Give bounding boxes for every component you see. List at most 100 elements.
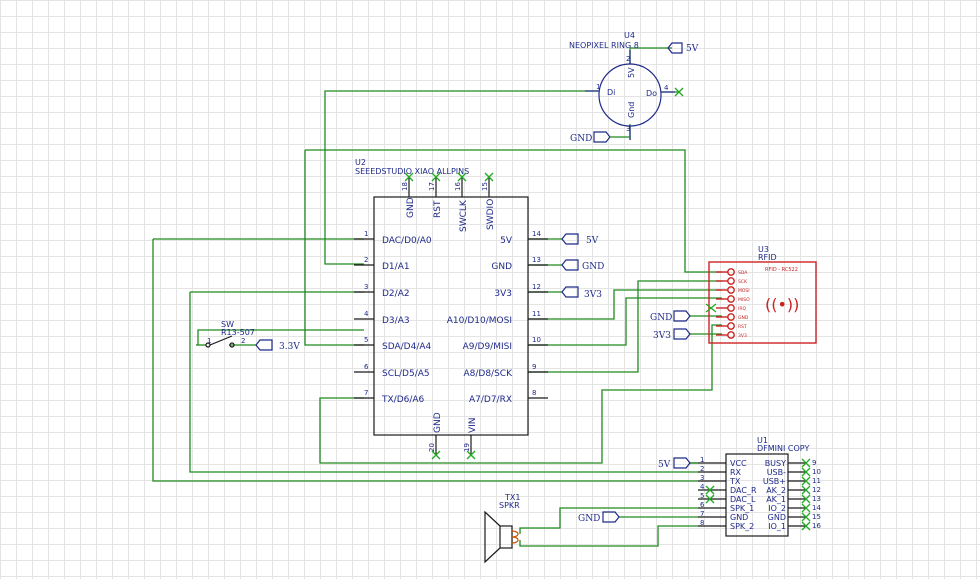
rfid-module[interactable]: U3 RFID RFID - RC522 ((•)) SDASCKMOSIMIS… (705, 245, 817, 344)
u2-pin-label: GND (406, 197, 416, 218)
u1-pin-label: SPK_1 (730, 504, 754, 513)
u2-pin-num: 16 (454, 182, 462, 191)
u2-pin-num: 20 (428, 443, 436, 452)
u3-pin-pad (727, 331, 735, 339)
wire-sda-rfid (305, 149, 722, 273)
u3-net-3v3: 3V3 (653, 328, 691, 341)
wire-miso (528, 297, 722, 346)
svg-text:GND: GND (582, 262, 604, 272)
u1-pin-label: USB- (767, 468, 786, 477)
u1-pin-num: 6 (700, 501, 705, 509)
u1-pin-num: 1 (700, 456, 704, 464)
u3-name: RFID (758, 253, 777, 262)
u1-pin-label: AK_1 (766, 495, 786, 504)
wire-spk2 (519, 525, 698, 547)
u3-pin-label: IRQ (738, 306, 746, 312)
switch-r13-507[interactable]: SW R13-507 1 2 3.3V (205, 320, 300, 352)
u2-pin-label: 5V (500, 236, 513, 246)
u1-pin-num: 3 (700, 474, 704, 482)
xiao-module[interactable]: U2 SEEEDSTUDIO XIAO ALLPINS 1DAC/D0/A02D… (354, 158, 548, 460)
u1-pin-label: TX (729, 477, 741, 486)
u2-pin-num: 6 (364, 363, 369, 371)
u4-pin2: 2 (626, 55, 630, 63)
u1-pin-label: GND (768, 513, 786, 522)
u3-pin-pad (727, 322, 735, 330)
u1-pin-label: VCC (730, 459, 747, 468)
tx1-ref: TX1 (504, 493, 520, 502)
u2-pin-label: SDA/D4/A4 (382, 342, 432, 352)
u2-right-pins: 145V13GND123V311A10/D10/MOSI10A9/D9/MISI… (447, 230, 548, 405)
u1-pin-num: 4 (700, 483, 705, 491)
sw-ref: SW (221, 320, 234, 329)
u2-pin-num: 13 (532, 256, 541, 264)
u2-pin-num: 7 (364, 389, 368, 397)
u2-pin-label: A9/D9/MISI (463, 342, 512, 352)
u3-pin-label: 3V3 (738, 333, 747, 339)
u1-pin-num: 12 (812, 486, 821, 494)
u2-pin-label: D3/A3 (382, 316, 410, 326)
u3-ref: U3 (758, 245, 769, 254)
svg-text:GND: GND (650, 313, 672, 323)
svg-text:5V: 5V (686, 44, 699, 54)
neopixel-ring[interactable]: U4 NEOPIXEL RING 8 1 2 3 4 Di Do 5V Gnd (569, 31, 684, 140)
u4-ref: U4 (624, 31, 635, 40)
wire-d1-neopixel-di (324, 90, 598, 265)
u2-name: SEEEDSTUDIO XIAO ALLPINS (355, 167, 469, 176)
u2-pin-label: VIN (468, 417, 478, 433)
u3-pin-pad (727, 313, 735, 321)
svg-text:5V: 5V (658, 460, 671, 470)
u2-pin-num: 2 (364, 256, 368, 264)
u4-lbl-5v: 5V (627, 67, 636, 78)
sw-name: R13-507 (221, 328, 255, 337)
u2-pin-label: A8/D8/SCK (463, 369, 513, 379)
u1-pin-label: USB+ (763, 477, 786, 486)
u1-pin-num: 8 (700, 519, 704, 527)
u3-pin-label: RST (738, 324, 747, 330)
u1-pin-num: 10 (812, 468, 821, 476)
u3-net-gnd: GND (650, 310, 691, 323)
u3-pin-label: SCK (738, 279, 748, 285)
u2-pin-label: RST (433, 200, 443, 218)
u2-pin-num: 11 (532, 310, 541, 318)
sw-pin2: 2 (241, 337, 245, 345)
u4-name: NEOPIXEL RING 8 (569, 41, 639, 50)
sw-pin1: 1 (207, 337, 211, 345)
tx1-name: SPKR (499, 501, 520, 510)
speaker[interactable]: TX1 SPKR (484, 493, 520, 564)
u2-pin-num: 14 (532, 230, 541, 238)
u3-pin-pad (727, 304, 735, 312)
wire-mosi (528, 289, 722, 320)
u1-pin-num: 7 (700, 510, 704, 518)
u2-pin-label: D1/A1 (382, 262, 410, 272)
u1-pin-num: 9 (812, 459, 816, 467)
u2-net-gnd: GND (561, 259, 604, 272)
u3-pin-pad (727, 268, 735, 276)
u1-pin-num: 15 (812, 513, 821, 521)
u2-pin-label: D2/A2 (382, 289, 410, 299)
u1-pin-label: AK_2 (766, 486, 786, 495)
svg-text:3V3: 3V3 (584, 290, 602, 300)
u1-pin-num: 11 (812, 477, 821, 485)
u2-pin-num: 1 (364, 230, 368, 238)
sw-net: 3.3V (279, 342, 300, 352)
u1-net-gnd: GND (578, 511, 620, 524)
wire-sck (528, 280, 722, 373)
u1-pin-label: DAC_L (730, 495, 756, 504)
u4-lbl-di: Di (607, 88, 615, 97)
u3-pin-pad (727, 286, 735, 294)
u2-pin-num: 5 (364, 336, 368, 344)
u4-pin1: 1 (596, 83, 600, 91)
u1-pin-num: 16 (812, 522, 821, 530)
u2-pin-label: SCL/D5/A5 (382, 369, 430, 379)
u1-pin-label: IO_2 (768, 504, 786, 513)
u2-pin-label: GND (491, 262, 512, 272)
u2-pin-label: DAC/D0/A0 (382, 236, 432, 246)
u2-pin-label: 3V3 (494, 289, 512, 299)
u2-pin-label: GND (433, 412, 443, 433)
u2-net-5v: 5V (561, 233, 599, 246)
